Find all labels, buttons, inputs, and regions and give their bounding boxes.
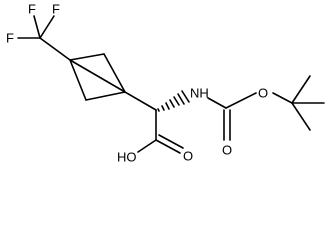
bond-o-tbutyl bbox=[272, 92, 293, 104]
atom-hydroxyl: HO bbox=[117, 150, 137, 165]
atom-fluorine-left: F bbox=[6, 31, 14, 46]
bond-cf-top-left bbox=[33, 15, 41, 39]
bond-cage-2 bbox=[103, 53, 126, 93]
atom-fluorine-top-left: F bbox=[28, 2, 36, 17]
atom-fluorine-top-right: F bbox=[52, 2, 60, 17]
bond-carbamate-oester bbox=[225, 92, 257, 109]
bond-cage-4 bbox=[85, 91, 126, 101]
bond-tbu-methyl-top bbox=[291, 75, 311, 104]
bond-cage-1 bbox=[69, 53, 105, 61]
bond-carboxyl-oh bbox=[137, 139, 157, 153]
structure-diagram: F F F NH O O O HO bbox=[6, 2, 325, 165]
bond-tbu-methyl-bottom bbox=[291, 102, 311, 131]
bond-n-carbonyl bbox=[207, 97, 227, 109]
hashed-wedge-bond bbox=[157, 90, 190, 112]
bond-cage-3 bbox=[69, 59, 87, 101]
bond-cage-5 bbox=[69, 59, 126, 93]
atom-ester-oxygen: O bbox=[258, 86, 268, 101]
bond-cage-alpha bbox=[124, 91, 157, 111]
bond-cf-top-right bbox=[39, 15, 55, 39]
bond-cf3-bridgehead bbox=[39, 37, 71, 61]
bond-carboxyl-co-2 bbox=[158, 134, 184, 149]
molecule-drawing: F F F NH O O O HO bbox=[6, 2, 325, 165]
atom-carbamate-oxygen: O bbox=[222, 143, 232, 158]
atom-amine-nh: NH bbox=[190, 86, 209, 101]
bond-carboxyl-co-1 bbox=[155, 139, 181, 154]
atom-acid-carbonyl-oxygen: O bbox=[183, 149, 193, 164]
